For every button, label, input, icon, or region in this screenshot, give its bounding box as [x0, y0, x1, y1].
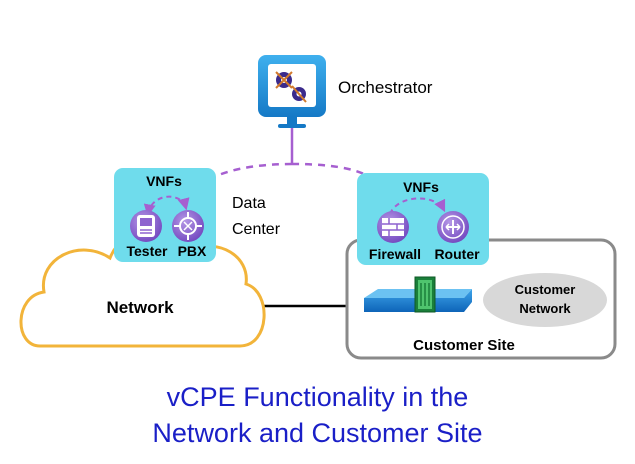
tester-icon [130, 210, 162, 242]
pbx-label: PBX [178, 243, 207, 259]
orchestrator-icon [258, 55, 326, 128]
vcpe-device-icon [364, 276, 472, 313]
customer-vnf-chain-link [389, 197, 446, 215]
caption-line1: vCPE Functionality in the [166, 382, 469, 412]
firewall-label: Firewall [369, 246, 421, 262]
tester-label: Tester [127, 243, 169, 259]
customer-site-label: Customer Site [413, 337, 515, 354]
datacenter-label-line1: Data [232, 195, 266, 212]
firewall-icon [377, 211, 409, 243]
caption-line2: Network and Customer Site [152, 418, 483, 448]
customer-network-ellipse [483, 273, 607, 327]
gears-icon [275, 71, 307, 103]
router-label: Router [434, 246, 480, 262]
datacenter-vnf-chain-link [143, 195, 190, 217]
customer-network-label-line2: Network [519, 301, 571, 316]
customer-network-label-line1: Customer [515, 282, 576, 297]
orchestrator-to-datacenter-link [190, 162, 293, 199]
router-icon [437, 211, 469, 243]
datacenter-label-line2: Center [232, 221, 281, 238]
datacenter-vnfs-label: VNFs [146, 173, 182, 189]
pbx-icon [172, 210, 204, 242]
network-label: Network [106, 298, 174, 317]
orchestrator-label: Orchestrator [338, 78, 433, 97]
customer-vnfs-label: VNFs [403, 179, 439, 195]
